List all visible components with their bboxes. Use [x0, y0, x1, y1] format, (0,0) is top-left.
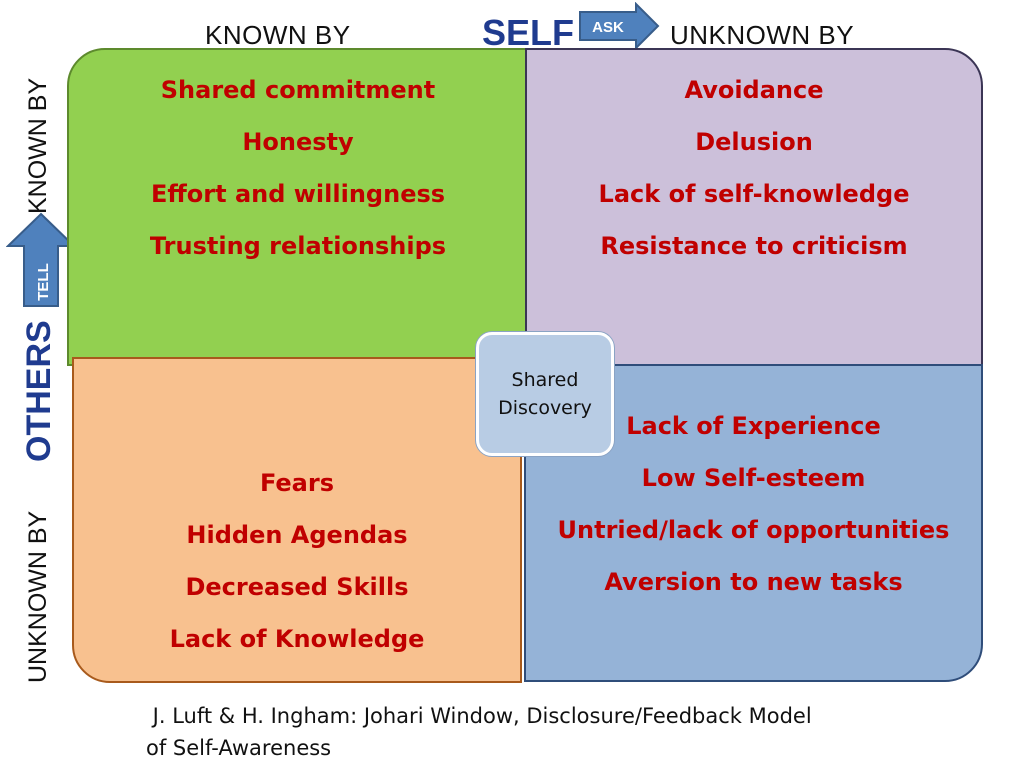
quadrant-item: Delusion: [695, 128, 813, 156]
side-known-by: KNOWN BY: [24, 77, 52, 214]
quadrant-blind: Avoidance Delusion Lack of self-knowledg…: [525, 48, 983, 366]
quadrant-item: Hidden Agendas: [186, 521, 408, 549]
shared-discovery-line1: Shared: [511, 369, 579, 391]
tell-label: TELL: [35, 263, 52, 301]
ask-arrow-icon: ASK: [579, 2, 660, 50]
quadrant-item: Lack of self-knowledge: [598, 180, 910, 208]
header-self: SELF: [482, 12, 575, 53]
side-others: OTHERS: [20, 320, 58, 462]
quadrant-item: Decreased Skills: [185, 573, 409, 601]
quadrant-item: Aversion to new tasks: [604, 568, 903, 596]
shared-discovery-box: Shared Discovery: [476, 332, 614, 456]
header-known-by: KNOWN BY: [205, 20, 351, 50]
quadrant-item: Trusting relationships: [149, 232, 447, 260]
quadrant-item: Untried/lack of opportunities: [557, 516, 950, 544]
quadrant-item: Lack of Experience: [626, 412, 881, 440]
quadrant-item: Fears: [259, 469, 334, 497]
caption-line2: of Self-Awareness: [146, 736, 332, 760]
quadrant-item: Honesty: [242, 128, 354, 156]
ask-label: ASK: [592, 19, 624, 36]
header-unknown-by: UNKNOWN BY: [670, 20, 855, 50]
quadrant-item: Shared commitment: [160, 76, 436, 104]
quadrant-item: Lack of Knowledge: [169, 625, 425, 653]
tell-arrow-icon: TELL: [6, 212, 76, 307]
quadrant-item: Low Self-esteem: [641, 464, 866, 492]
quadrant-item: Effort and willingness: [150, 180, 446, 208]
caption-line1: J. Luft & H. Ingham: Johari Window, Disc…: [146, 704, 812, 728]
quadrant-open: Shared commitment Honesty Effort and wil…: [67, 48, 529, 366]
quadrant-item: Avoidance: [684, 76, 824, 104]
quadrant-item: Resistance to criticism: [600, 232, 908, 260]
side-unknown-by: UNKNOWN BY: [24, 510, 52, 683]
quadrant-hidden: Fears Hidden Agendas Decreased Skills La…: [72, 357, 522, 683]
shared-discovery-line2: Discovery: [498, 397, 592, 419]
